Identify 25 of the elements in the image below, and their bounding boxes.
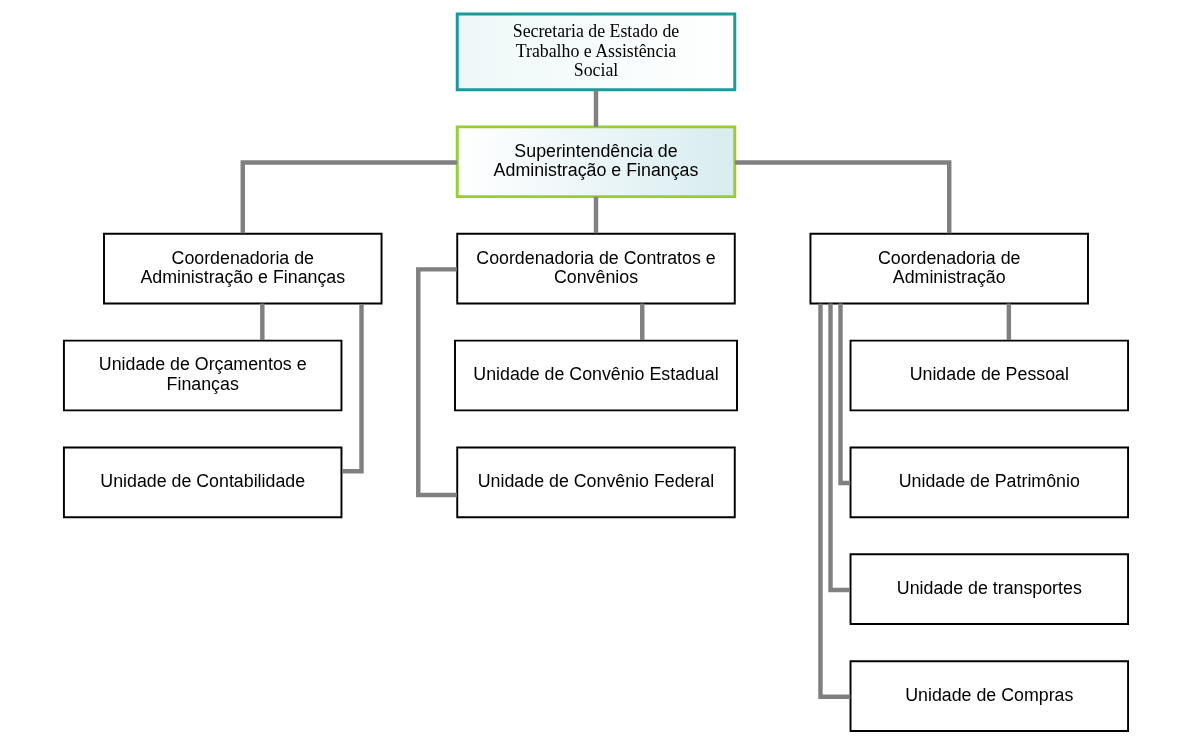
node-box: Superintendência de Administração e Finanças: [455, 125, 737, 199]
connector: [342, 303, 364, 474]
node-box: Unidade de Orçamentos e Finanças: [62, 339, 343, 412]
connector: [1006, 303, 1012, 341]
node-box: Unidade de Patrimônio: [849, 446, 1130, 519]
connector: [838, 303, 851, 486]
node-box: Unidade de Compras: [849, 660, 1130, 732]
connector: [818, 303, 851, 699]
node-box: Secretaria de Estado de Trabalho e Assistência Social: [455, 12, 737, 92]
node-box: Coordenadoria de Administração: [809, 232, 1089, 305]
node-box: Unidade de Convênio Federal: [456, 446, 736, 519]
connector: [640, 303, 645, 341]
connector: [416, 267, 457, 498]
connector: [828, 303, 850, 593]
connector: [593, 196, 599, 234]
node-box: Coordenadoria de Administração e Finanças: [103, 232, 383, 305]
connector: [240, 160, 457, 234]
node-box: Unidade de transportes: [849, 553, 1130, 626]
node-box: Unidade de Contabilidade: [62, 446, 343, 519]
node-box: Coordenadoria de Contratos e Convênios: [456, 232, 736, 305]
node-box: Unidade de Pessoal: [849, 339, 1130, 412]
connector: [735, 160, 952, 234]
node-box: Unidade de Convênio Estadual: [454, 339, 738, 412]
connector: [593, 90, 599, 127]
connector: [260, 303, 265, 341]
